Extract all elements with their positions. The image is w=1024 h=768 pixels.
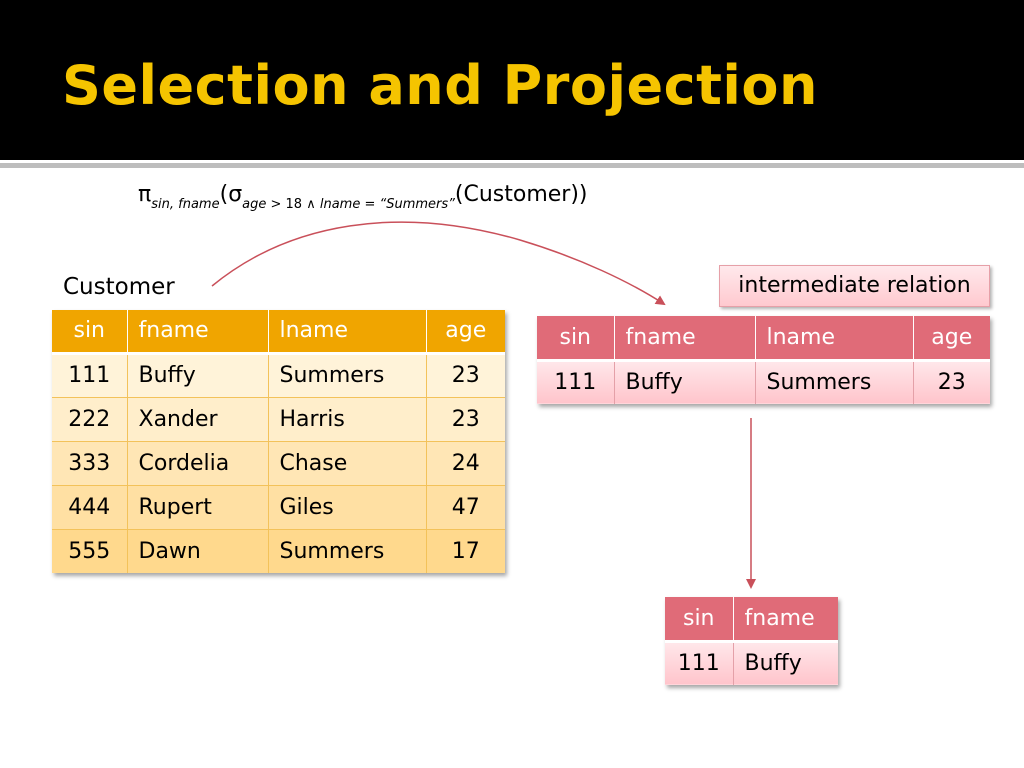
customer-row: 444 Rupert Giles 47 — [52, 484, 505, 529]
cell-fname: Buffy — [126, 352, 268, 397]
projection-symbol: π — [138, 182, 152, 207]
intermediate-header-lname: lname — [754, 316, 913, 362]
customer-header-sin: sin — [52, 310, 127, 355]
intermediate-relation-table: sin fname lname age 111 Buffy Summers 23 — [537, 316, 990, 404]
cell-fname: Xander — [126, 396, 268, 441]
customer-row: 111 Buffy Summers 23 — [52, 352, 505, 397]
selection-condition-lname: lname = “Summers” — [315, 197, 455, 212]
cell-fname: Dawn — [126, 528, 268, 573]
title-divider — [0, 163, 1024, 168]
cell-sin: 111 — [665, 641, 733, 685]
slide-title: Selection and Projection — [62, 54, 818, 117]
customer-header-age: age — [425, 310, 505, 355]
relational-algebra-expression: πsin, fname(σage > 18 ∧ lname = “Summers… — [138, 182, 588, 212]
result-header-row: sin fname — [665, 597, 838, 643]
cell-sin: 444 — [52, 484, 127, 529]
result-header-sin: sin — [665, 597, 733, 643]
customer-row: 555 Dawn Summers 17 — [52, 528, 505, 573]
selection-condition-compare: > 18 — [266, 197, 307, 212]
cell-lname: Giles — [267, 484, 426, 529]
cell-age: 24 — [425, 440, 505, 485]
cell-fname: Rupert — [126, 484, 268, 529]
selection-symbol: σ — [228, 182, 243, 207]
cell-lname: Summers — [754, 360, 913, 404]
cell-fname: Buffy — [732, 641, 838, 685]
formula-open-paren: ( — [219, 182, 229, 207]
customer-row: 222 Xander Harris 23 — [52, 396, 505, 441]
cell-age: 23 — [425, 352, 505, 397]
customer-table-label: Customer — [63, 274, 175, 300]
result-row: 111 Buffy — [665, 641, 838, 685]
cell-lname: Summers — [267, 528, 426, 573]
cell-sin: 111 — [537, 360, 614, 404]
selection-condition: age > 18 ∧ lname = “Summers” — [242, 197, 455, 212]
cell-sin: 222 — [52, 396, 127, 441]
formula-relation: (Customer)) — [454, 182, 588, 207]
intermediate-header-age: age — [912, 316, 990, 362]
intermediate-relation-label: intermediate relation — [719, 265, 990, 307]
cell-sin: 333 — [52, 440, 127, 485]
intermediate-header-fname: fname — [613, 316, 755, 362]
cell-lname: Harris — [267, 396, 426, 441]
customer-header-lname: lname — [267, 310, 426, 355]
cell-sin: 555 — [52, 528, 127, 573]
intermediate-row: 111 Buffy Summers 23 — [537, 360, 990, 404]
projection-attributes: sin, fname — [151, 197, 220, 212]
result-relation-table: sin fname 111 Buffy — [665, 597, 838, 685]
intermediate-header-row: sin fname lname age — [537, 316, 990, 362]
customer-header-fname: fname — [126, 310, 268, 355]
result-header-fname: fname — [732, 597, 838, 643]
selection-condition-attr: age — [242, 197, 267, 212]
cell-lname: Chase — [267, 440, 426, 485]
cell-sin: 111 — [52, 352, 127, 397]
cell-age: 23 — [425, 396, 505, 441]
customer-table: sin fname lname age 111 Buffy Summers 23… — [52, 310, 505, 573]
customer-row: 333 Cordelia Chase 24 — [52, 440, 505, 485]
cell-age: 17 — [425, 528, 505, 573]
selection-arrow — [211, 221, 666, 306]
selection-condition-and: ∧ — [306, 197, 316, 212]
customer-header-row: sin fname lname age — [52, 310, 505, 355]
cell-fname: Buffy — [613, 360, 755, 404]
cell-age: 23 — [912, 360, 990, 404]
title-bar: Selection and Projection — [0, 0, 1024, 160]
cell-lname: Summers — [267, 352, 426, 397]
cell-fname: Cordelia — [126, 440, 268, 485]
cell-age: 47 — [425, 484, 505, 529]
intermediate-header-sin: sin — [537, 316, 614, 362]
